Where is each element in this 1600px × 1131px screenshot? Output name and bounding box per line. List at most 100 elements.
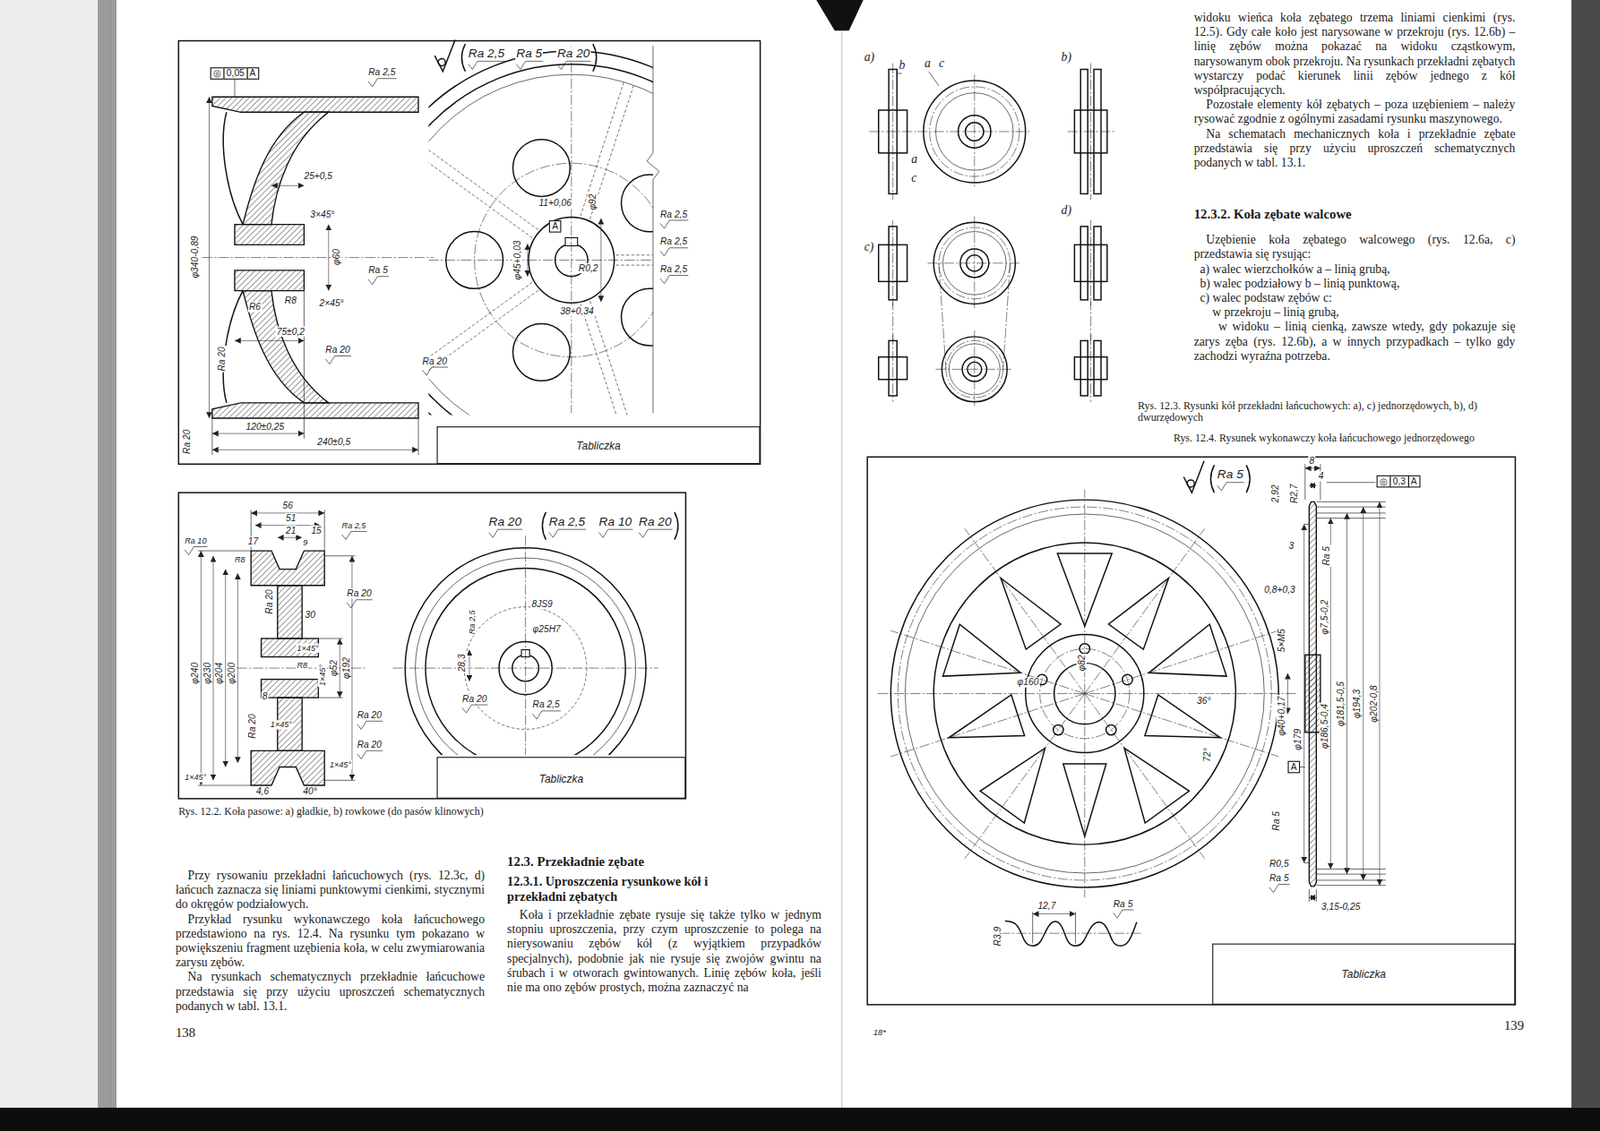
dimension-label: Ra 10 bbox=[183, 536, 208, 546]
thin-line bbox=[325, 356, 352, 365]
thin-line bbox=[646, 45, 660, 413]
center-line bbox=[570, 45, 572, 413]
outline-line bbox=[1108, 578, 1169, 651]
dimension-label: φ240 bbox=[189, 662, 200, 686]
section-hatching bbox=[250, 550, 325, 586]
center-line bbox=[938, 263, 947, 370]
thin-line bbox=[895, 73, 903, 75]
body-paragraph: w widoku – linią cienką, zawsze wtedy, g… bbox=[1194, 319, 1516, 364]
page-edge bbox=[105, 0, 107, 1113]
thin-line bbox=[549, 529, 586, 538]
dimension-label: φ60 bbox=[331, 248, 342, 267]
outline-line bbox=[943, 624, 1022, 677]
thin-line bbox=[638, 529, 673, 538]
dimension-label: 2,92 bbox=[1270, 483, 1281, 504]
dimension-line bbox=[1287, 673, 1289, 715]
thin-line bbox=[184, 547, 207, 556]
outline-line bbox=[438, 58, 446, 66]
roughness-label: Ra 20 bbox=[487, 515, 523, 529]
center-line bbox=[892, 335, 894, 403]
outline-line bbox=[1093, 340, 1102, 396]
pulley-view bbox=[428, 45, 654, 415]
thin-line bbox=[599, 529, 634, 538]
dimension-label: 17 bbox=[247, 536, 260, 547]
thin-line bbox=[324, 510, 326, 552]
view-letter: a) bbox=[864, 51, 875, 65]
center-line bbox=[1066, 130, 1114, 132]
book-gutter bbox=[816, 0, 863, 31]
dimension-line bbox=[327, 224, 329, 292]
dimension-label: Ra 20 bbox=[247, 713, 258, 740]
center-line bbox=[1090, 220, 1092, 307]
page-edge bbox=[111, 0, 113, 1113]
title-block: Tabliczka bbox=[437, 756, 687, 800]
body-paragraph: Pozostałe elementy kół zębatych – poza u… bbox=[1194, 96, 1516, 126]
dimension-label: 1×45° bbox=[318, 663, 327, 688]
roughness-label: Ra 2,5 bbox=[467, 46, 507, 61]
thin-line bbox=[1304, 862, 1310, 864]
page-edge bbox=[107, 0, 109, 1113]
outline-line bbox=[461, 43, 465, 72]
thin-line bbox=[1304, 464, 1306, 500]
center-line bbox=[202, 257, 435, 259]
outline-line bbox=[1122, 674, 1133, 685]
hidden-line bbox=[616, 265, 654, 267]
dimension-label: R0,5 bbox=[1268, 859, 1291, 869]
dimension-label: Ra 2,5 bbox=[467, 609, 477, 636]
body-paragraph: Koła i przekładnie zębate rysuje się tak… bbox=[507, 908, 822, 996]
roughness-label: Ra 20 bbox=[637, 515, 673, 529]
body-paragraph: widoku wieńca koła zębatego trzema linia… bbox=[1194, 9, 1516, 97]
dimension-label: Ra 20 bbox=[345, 588, 373, 599]
section-hatching bbox=[1305, 654, 1321, 733]
dimension-line bbox=[1330, 518, 1332, 870]
thin-line bbox=[318, 697, 343, 699]
section-hatching bbox=[261, 679, 319, 699]
figure-caption: Rys. 12.3. Rysunki kół przekładni łańcuc… bbox=[1137, 400, 1515, 425]
dimension-label: 11+0,06 bbox=[537, 197, 573, 208]
scan-margin bbox=[0, 0, 98, 1113]
tolerance-cell: A bbox=[246, 67, 259, 80]
thin-line bbox=[1075, 911, 1076, 944]
scan-border bbox=[1571, 0, 1600, 1109]
page-edge bbox=[101, 0, 103, 1113]
dimension-label: 4 bbox=[1316, 471, 1325, 482]
thin-line bbox=[233, 79, 235, 97]
thin-line bbox=[660, 275, 689, 284]
body-paragraph: Przykład rysunku wykonawczego koła łańcu… bbox=[175, 911, 485, 971]
outline-line bbox=[428, 51, 654, 416]
thin-line bbox=[1326, 481, 1377, 483]
outline-line bbox=[1187, 480, 1195, 488]
outline-line bbox=[1093, 226, 1102, 301]
thin-line bbox=[422, 367, 449, 376]
dimension-label: φ192 bbox=[340, 656, 351, 680]
dimension-line bbox=[271, 185, 304, 187]
center-line bbox=[973, 215, 975, 310]
dimension-label: 5×M5 bbox=[1276, 627, 1287, 654]
thin-line bbox=[368, 78, 396, 87]
thin-line bbox=[1032, 911, 1033, 944]
center-line bbox=[1090, 300, 1092, 342]
dimension-label: 36° bbox=[1195, 696, 1213, 706]
hidden-line bbox=[590, 301, 635, 415]
outline-line bbox=[223, 111, 243, 224]
section-heading: 12.3.1. Uproszczenia rysunkowe kół i prz… bbox=[507, 874, 763, 904]
thin-line bbox=[533, 711, 561, 720]
outline-line bbox=[178, 492, 686, 800]
dimension-label: R8 bbox=[283, 295, 298, 306]
dimension-label: 30 bbox=[303, 610, 317, 620]
dimension-label: Ra 20 bbox=[215, 345, 226, 373]
outline-line bbox=[593, 43, 597, 72]
outline-line bbox=[621, 174, 654, 233]
dimension-label: 15 bbox=[309, 525, 323, 536]
roughness-label: Ra 5 bbox=[1216, 468, 1245, 482]
dimension-label: 56 bbox=[281, 500, 294, 511]
thin-line bbox=[324, 555, 355, 557]
section-hatching bbox=[234, 270, 304, 292]
dimension-label: φ82 bbox=[1076, 653, 1087, 672]
roughness-label: Ra 20 bbox=[556, 46, 592, 61]
dimension-label: 9 bbox=[301, 538, 309, 548]
title-block-text: Tabliczka bbox=[576, 438, 620, 452]
thin-line bbox=[197, 550, 251, 552]
view-letter: b bbox=[898, 59, 905, 73]
